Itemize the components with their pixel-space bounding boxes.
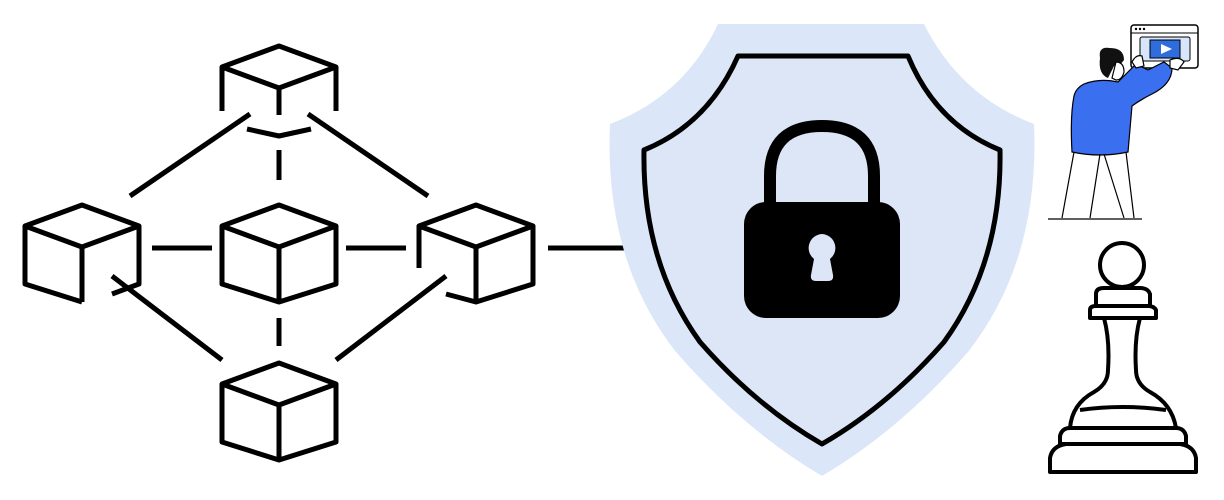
person-with-video-screen-icon (1048, 24, 1199, 220)
blockchain-network-icon (22, 43, 632, 463)
person-face (1111, 61, 1125, 81)
pawn-body-ring (1079, 405, 1167, 412)
person-legs (1061, 151, 1135, 219)
person-hand (1131, 55, 1145, 69)
cube-icon (22, 202, 142, 305)
connection-line (128, 111, 252, 199)
connection-line (334, 274, 448, 362)
pawn-body (1068, 316, 1178, 430)
network-connections (110, 111, 632, 362)
person-hair (1099, 47, 1124, 78)
cube-icon (219, 43, 339, 139)
connection-line (306, 111, 430, 199)
pawn-neck (1094, 286, 1152, 308)
chess-pawn-icon (1048, 241, 1198, 474)
video-screen (1130, 24, 1199, 69)
cube-icon (219, 202, 339, 305)
cube-icon (416, 202, 536, 305)
keyhole-icon (808, 234, 836, 281)
lock-shackle (764, 119, 880, 206)
connection-line (110, 274, 224, 362)
person-hand (1169, 57, 1185, 71)
play-icon (1161, 44, 1172, 54)
person-shirt (1070, 61, 1173, 156)
cube-icon (219, 360, 339, 463)
pawn-base (1048, 442, 1198, 474)
padlock-icon (744, 119, 900, 318)
pawn-head (1098, 241, 1146, 289)
pawn-lower-ring (1058, 426, 1188, 446)
